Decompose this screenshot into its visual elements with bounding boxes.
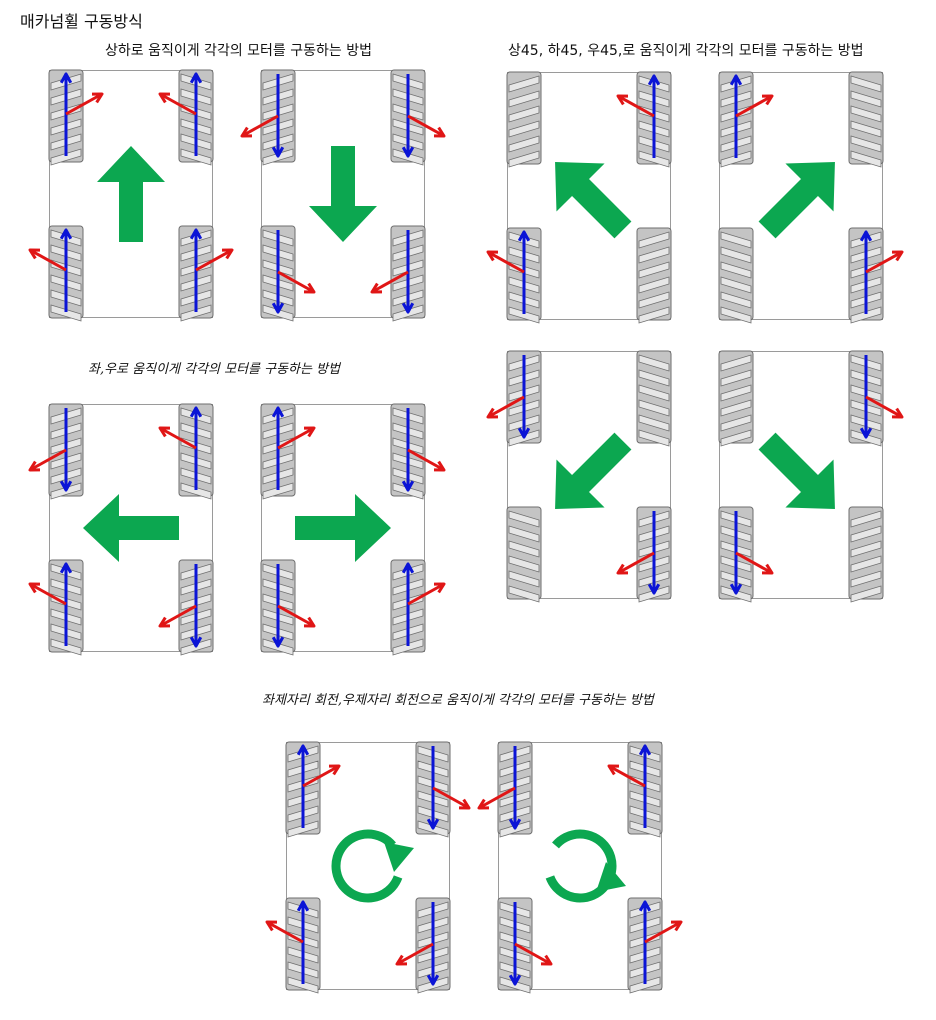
motion-arrow-right-icon [295, 494, 391, 562]
red-arrow-tl [65, 92, 104, 116]
blue-arrow-br [401, 230, 415, 314]
diagram-diagonal-down-right [718, 350, 904, 603]
motion-arrow-up-icon [97, 146, 165, 242]
blue-arrow-bl [59, 562, 73, 646]
diagram-forward [28, 69, 234, 322]
diagram-diagonal-up-left [486, 71, 672, 324]
blue-arrow-tl [508, 746, 522, 830]
red-arrow-tr [865, 395, 904, 419]
motion-arrow-down-right-icon [758, 432, 835, 509]
diagram-rotate-counterclockwise [477, 741, 683, 994]
motion-arrow-down-icon [309, 146, 377, 242]
red-arrow-tl [277, 426, 316, 450]
blue-arrow-bl [271, 230, 285, 314]
blue-arrow-bl [729, 511, 743, 595]
red-arrow-br [195, 248, 234, 272]
motion-rotate-ccw-icon [545, 829, 626, 903]
blue-arrow-tr [426, 746, 440, 830]
wheel-tr [848, 71, 884, 168]
diagram-diagonal-up-right [718, 71, 904, 324]
red-arrow-br [644, 920, 683, 944]
red-arrow-tr [407, 448, 446, 472]
red-arrow-tl [477, 786, 516, 810]
blue-arrow-br [426, 902, 440, 986]
page-title: 매카넘휠 구동방식 [20, 12, 143, 31]
blue-arrow-tr [401, 74, 415, 158]
red-arrow-tl [28, 448, 67, 472]
diagram-diagonal-down-left [486, 350, 672, 603]
wheel-tl [718, 350, 754, 447]
red-arrow-bl [735, 551, 774, 575]
red-arrow-bl [265, 920, 304, 944]
red-arrow-br [616, 551, 655, 575]
blue-arrow-br [638, 900, 652, 984]
red-arrow-bl [28, 248, 67, 272]
red-arrow-br [865, 250, 904, 274]
wheel-br [636, 227, 672, 324]
red-arrow-tr [607, 764, 646, 788]
blue-arrow-tl [59, 72, 73, 156]
blue-arrow-bl [517, 230, 531, 314]
motion-arrow-down-left-icon [555, 432, 632, 509]
wheel-bl [718, 227, 754, 324]
blue-arrow-tl [59, 408, 73, 492]
blue-arrow-tl [271, 74, 285, 158]
motion-arrow-left-icon [83, 494, 179, 562]
section-title-diagonal: 상45, 하45, 우45,로 움직이게 각각의 모터를 구동하는 방법 [508, 43, 864, 59]
blue-arrow-br [189, 228, 203, 312]
blue-arrow-br [859, 230, 873, 314]
diagram-move-left [28, 403, 214, 656]
red-arrow-bl [277, 270, 316, 294]
blue-arrow-tr [189, 72, 203, 156]
red-arrow-bl [514, 942, 553, 966]
section-title-leftright: 좌,우로 움직이게 각각의 모터를 구동하는 방법 [88, 362, 341, 377]
blue-arrow-br [189, 564, 203, 648]
red-arrow-tl [302, 764, 341, 788]
motion-rotate-cw-icon [331, 829, 414, 903]
red-arrow-tr [616, 94, 655, 118]
blue-arrow-bl [508, 902, 522, 986]
blue-arrow-bl [59, 228, 73, 312]
blue-arrow-bl [296, 900, 310, 984]
blue-arrow-bl [271, 564, 285, 648]
blue-arrow-tr [647, 74, 661, 158]
red-arrow-bl [277, 604, 316, 628]
motion-arrow-up-right-icon [758, 162, 835, 239]
red-arrow-tr [158, 92, 197, 116]
wheel-br [848, 506, 884, 603]
red-arrow-bl [28, 582, 67, 606]
diagram-backward [240, 69, 446, 322]
red-arrow-bl [486, 250, 525, 274]
red-arrow-br [158, 604, 197, 628]
wheel-tl [506, 71, 542, 168]
wheel-tr [636, 350, 672, 447]
blue-arrow-br [647, 511, 661, 595]
diagram-rotate-clockwise [265, 741, 471, 994]
red-arrow-br [370, 270, 409, 294]
red-arrow-tl [486, 395, 525, 419]
blue-arrow-tl [271, 406, 285, 490]
section-title-rotate: 좌제자리 회전,우제자리 회전으로 움직이게 각각의 모터를 구동하는 방법 [262, 693, 654, 708]
red-arrow-tr [407, 114, 446, 138]
blue-arrow-tl [296, 744, 310, 828]
motion-arrow-up-left-icon [555, 162, 632, 239]
blue-arrow-tr [189, 406, 203, 490]
red-arrow-tl [735, 94, 774, 118]
red-arrow-tr [158, 426, 197, 450]
section-title-updown: 상하로 움직이게 각각의 모터를 구동하는 방법 [105, 43, 372, 59]
red-arrow-br [395, 942, 434, 966]
blue-arrow-tl [517, 355, 531, 439]
red-arrow-tl [240, 114, 279, 138]
diagram-move-right [260, 403, 446, 656]
wheel-bl [506, 506, 542, 603]
blue-arrow-tr [859, 355, 873, 439]
blue-arrow-tr [638, 744, 652, 828]
red-arrow-tr [432, 786, 471, 810]
blue-arrow-tl [729, 74, 743, 158]
blue-arrow-tr [401, 408, 415, 492]
blue-arrow-br [401, 562, 415, 646]
red-arrow-br [407, 582, 446, 606]
